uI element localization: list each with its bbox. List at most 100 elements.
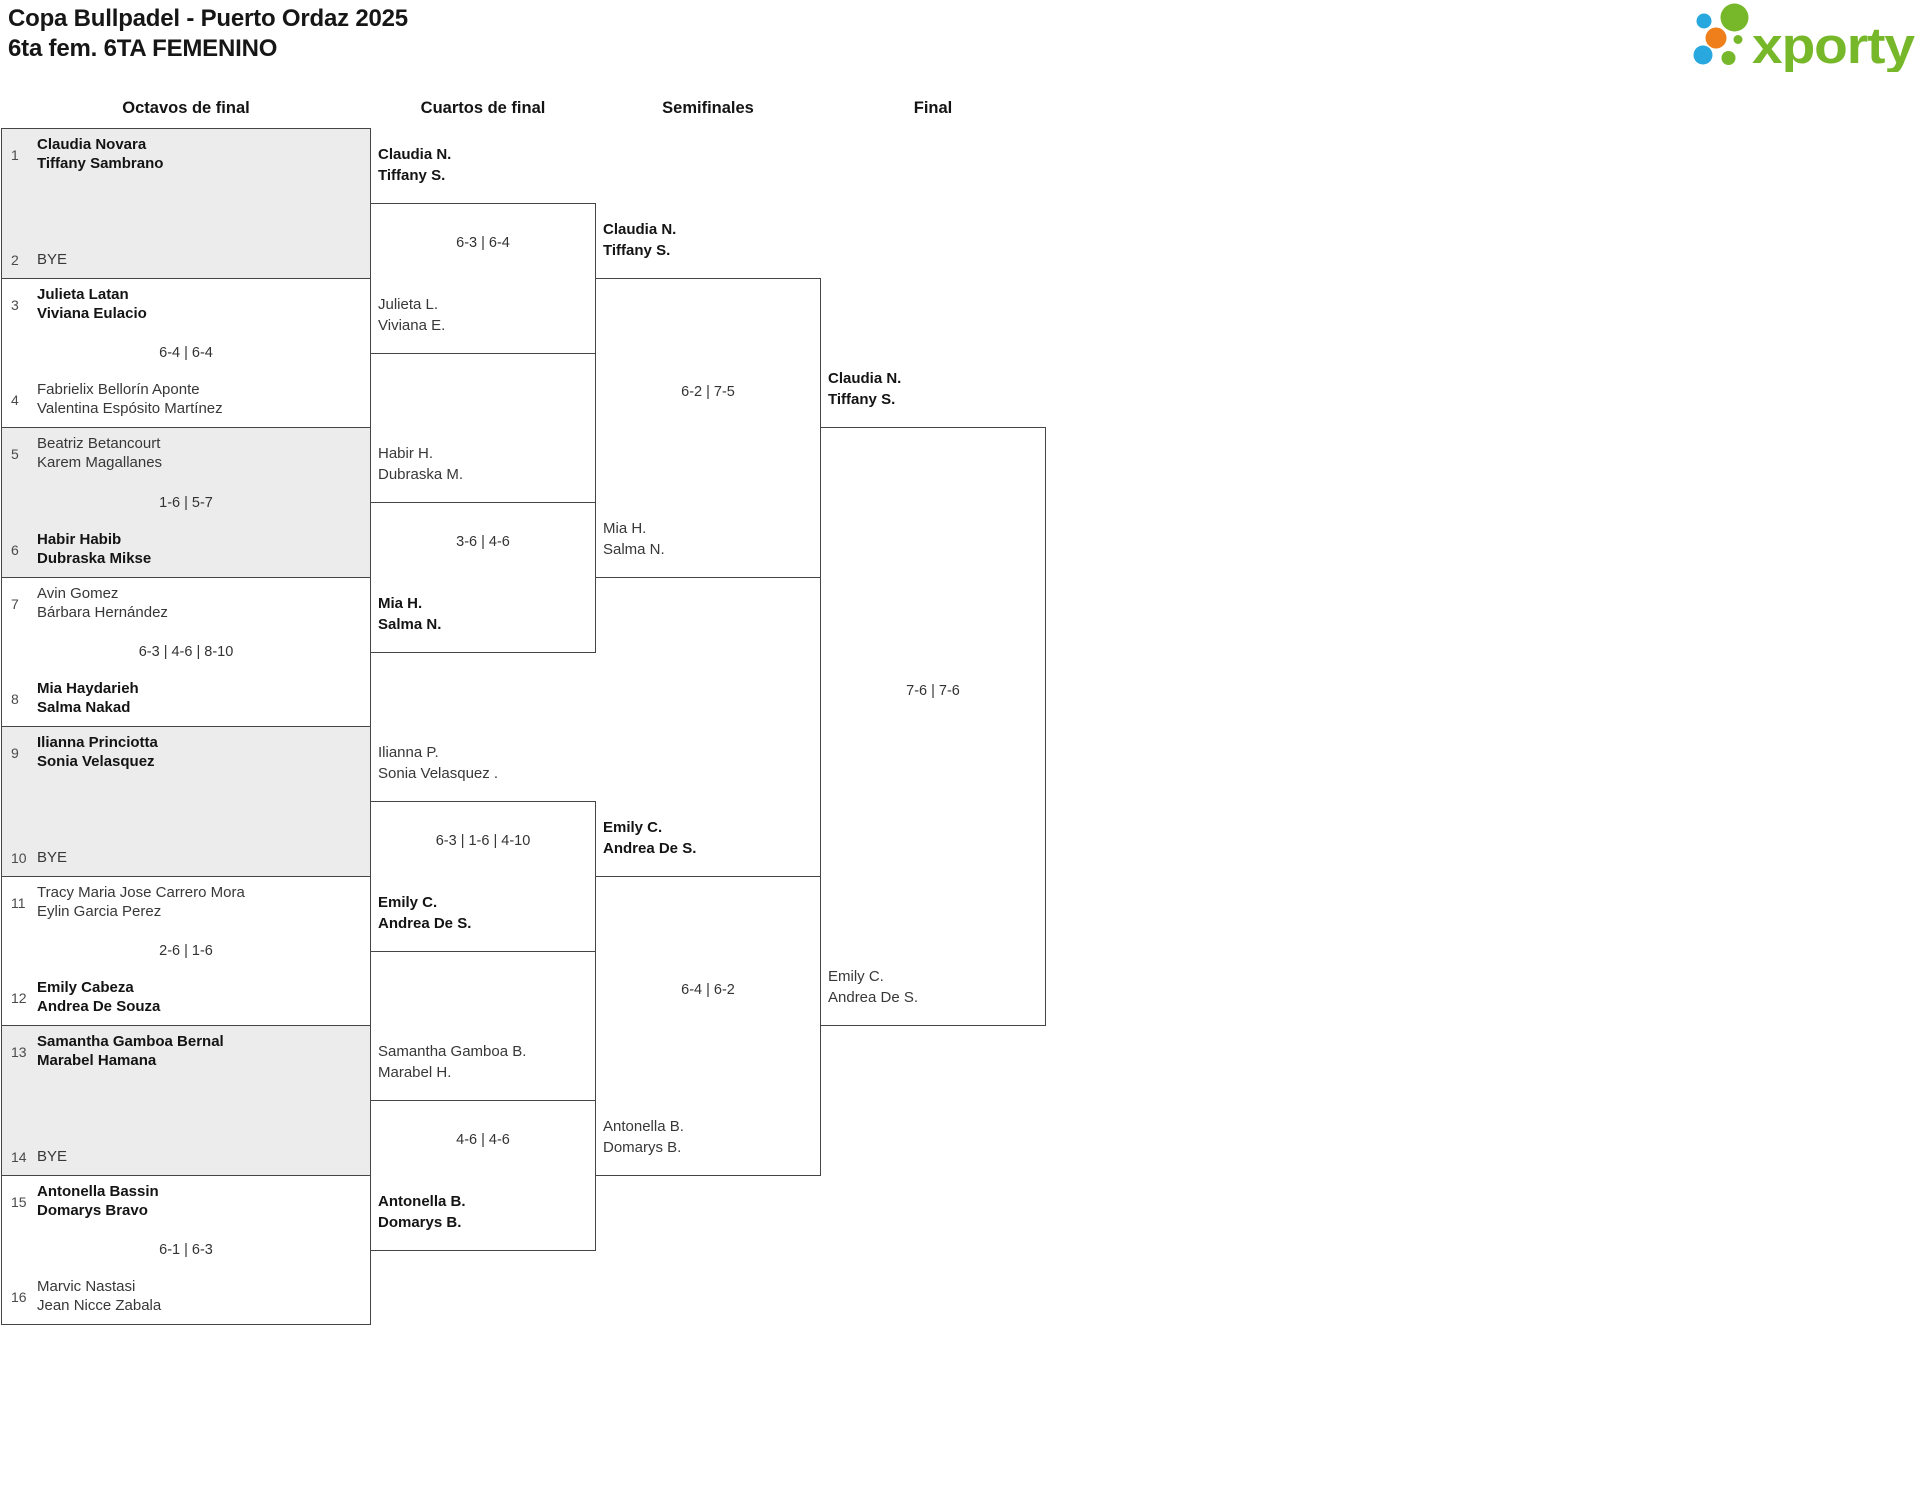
team-name-line: Valentina Espósito Martínez [37,399,223,417]
team-name-line: Tiffany S. [828,391,896,408]
match-box-cuartos-3[interactable] [370,801,596,952]
logo-dot-green-large [1720,3,1749,32]
team-name-line: Ilianna Princiotta [37,734,158,751]
seed-number: 14 [11,1148,27,1165]
team-name-line: Andrea De S. [378,915,472,932]
team-name-line: Salma N. [378,616,442,633]
team-name-line: Habir H. [378,445,434,462]
participant-label: Emily C.Andrea De S. [378,892,588,934]
match-box-cuartos-2[interactable] [370,502,596,653]
seed-number: 2 [11,251,19,268]
team-name-line: Emily C. [828,968,884,985]
team-name-line: Marvic Nastasi [37,1278,136,1295]
seed-number: 6 [11,541,19,558]
participant-label: Julieta L. Viviana E. [378,294,588,336]
match-score: 6-4 | 6-4 [159,345,213,361]
seed-number: 16 [11,1288,27,1305]
round-header-cuartos: Cuartos de final [420,99,546,117]
team-names: BYE [37,849,67,868]
match-score: 6-2 | 7-5 [681,384,735,400]
team-name-line: Karem Magallanes [37,453,163,471]
team-name-line: Marabel H. [378,1064,452,1081]
match-score: 6-4 | 6-2 [681,982,735,998]
team-names: BYE [37,1148,67,1167]
match-score: 3-6 | 4-6 [456,534,510,550]
match-box-final-1[interactable] [820,427,1046,1026]
team-name-line: Jean Nicce Zabala [37,1296,162,1314]
team-name-line: Eylin Garcia Perez [37,902,162,920]
participant-label: Habir H.Dubraska M. [378,443,588,485]
team-name-line: Claudia Novara [37,136,147,153]
team-name-line: Habir Habib [37,531,122,548]
logo-dot-green-small [1721,51,1736,65]
team-name-line: Viviana E. [378,317,446,334]
seed-number: 7 [11,595,19,612]
participant-label: Emily C.Andrea De S. [828,966,1038,1008]
logo-dot-green-tiny [1733,35,1743,44]
team-name-line: Avin Gomez [37,585,119,602]
team-names: BYE [37,251,67,270]
team-name-line: Emily Cabeza [37,979,134,996]
match-score: 6-3 | 6-4 [456,235,510,251]
seed-number: 1 [11,146,19,163]
team-name-line: Claudia N. [378,146,452,163]
team-name-line: Tracy Maria Jose Carrero Mora [37,884,245,901]
team-name-line: Mia H. [378,595,423,612]
team-name-line: Tiffany S. [378,167,446,184]
team-name-line: Samantha Gamboa Bernal [37,1033,224,1050]
match-box-cuartos-4[interactable] [370,1100,596,1251]
xporty-logo: xporty [1693,3,1917,72]
team-name-line: Marabel Hamana [37,1051,157,1069]
match-box-semifinales-2[interactable] [595,876,821,1176]
team-name-line: Beatriz Betancourt [37,435,161,452]
team-name-line: Domarys B. [378,1214,462,1231]
participant-label: Emily C. Andrea De S. [603,817,813,859]
team-name-line: Claudia N. [603,221,677,238]
participant-label: Mia H. Salma N. [378,593,588,635]
match-score: 7-6 | 7-6 [906,683,960,699]
round-header-octavos: Octavos de final [122,99,250,117]
logo-dot-orange [1705,27,1727,49]
team-name-line: BYE [37,848,68,866]
team-name-line: Bárbara Hernández [37,603,168,621]
seed-number: 12 [11,989,27,1006]
team-name-line: Sonia Velasquez . [378,765,499,782]
logo-dot-blue-medium [1693,45,1713,65]
team-name-line: Antonella B. [603,1118,684,1135]
participant-label: Mia H.Salma N. [603,518,813,560]
participant-label: Claudia N. Tiffany S. [378,144,588,186]
seed-number: 11 [11,894,26,911]
team-name-line: Tiffany Sambrano [37,154,164,172]
match-box-cuartos-1[interactable] [370,203,596,354]
team-name-line: Andrea De S. [603,840,697,857]
team-name-line: Ilianna P. [378,744,439,761]
team-name-line: Domarys Bravo [37,1201,148,1219]
match-box-semifinales-1[interactable] [595,278,821,578]
match-score: 1-6 | 5-7 [159,494,213,511]
team-name-line: Salma Nakad [37,698,131,716]
team-name-line: Emily C. [603,819,663,836]
team-name-line: BYE [37,250,68,268]
team-name-line: Julieta L. [378,296,439,313]
team-name-line: BYE [37,1147,68,1165]
round-header-semifinales: Semifinales [662,99,754,117]
